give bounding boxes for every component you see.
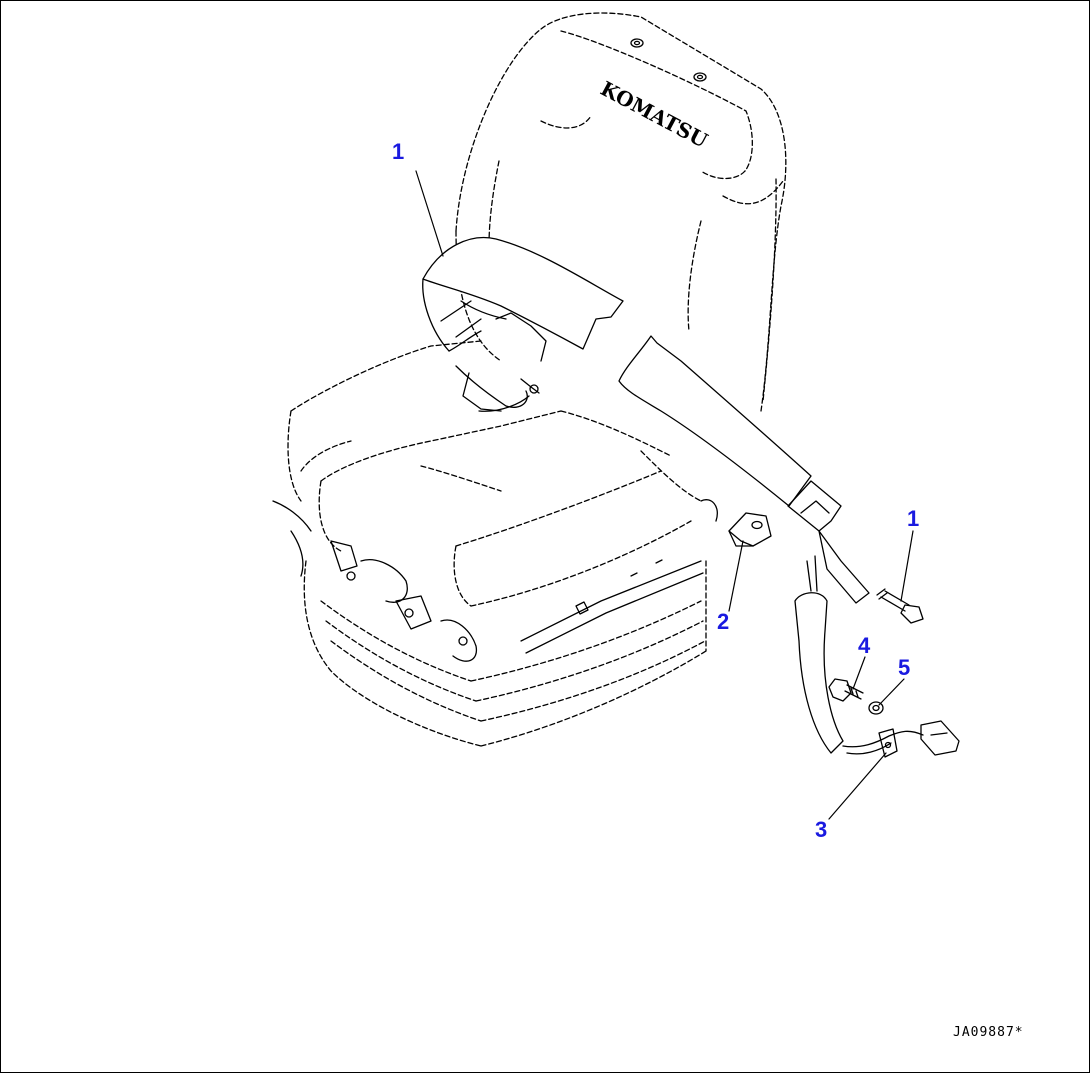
seat-belt-webbing[interactable]	[422, 237, 624, 412]
callout-4: 4	[858, 633, 871, 658]
seat-belt-strap[interactable]	[618, 335, 870, 604]
callout-3: 3	[815, 817, 828, 842]
seat-adjust-mechanism	[272, 499, 718, 662]
mounting-bolt[interactable]	[876, 588, 924, 624]
callout-2: 2	[717, 609, 730, 634]
anchor-bracket[interactable]	[728, 512, 772, 547]
buckle-stalk[interactable]	[794, 555, 960, 758]
seat-brand-mark: KOMATSU	[597, 76, 712, 152]
bolt-4[interactable]	[828, 678, 864, 702]
seat-base-frame	[303, 560, 707, 747]
callout-1-bolt: 1	[907, 506, 920, 531]
drawing-number: JA09887*	[953, 1025, 1024, 1040]
headrest-mount-holes	[630, 38, 707, 82]
seat-cushion	[287, 340, 702, 607]
leader-lines	[415, 170, 914, 820]
callout-1-belt: 1	[392, 139, 405, 164]
seat-backrest	[455, 12, 787, 412]
callout-5: 5	[898, 655, 911, 680]
washer-5[interactable]	[868, 701, 884, 715]
